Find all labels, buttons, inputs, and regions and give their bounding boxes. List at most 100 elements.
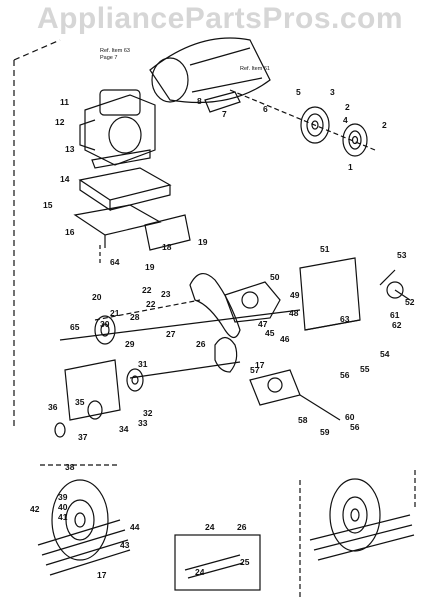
callout-50: 50 xyxy=(270,272,280,282)
wheel-left xyxy=(37,479,131,576)
callout-56: 56 xyxy=(340,370,350,380)
callout-46: 46 xyxy=(280,334,290,344)
shaft-line-top xyxy=(229,89,376,151)
callout-2: 2 xyxy=(345,102,350,112)
callout-24: 24 xyxy=(205,522,215,532)
callout-22: 22 xyxy=(146,299,156,309)
callout-3: 3 xyxy=(330,87,335,97)
callout-8: 8 xyxy=(197,96,202,106)
callout-22: 22 xyxy=(142,285,152,295)
callout-64: 64 xyxy=(110,257,120,267)
callout-39: 39 xyxy=(58,492,68,502)
border-dash-top xyxy=(13,39,61,61)
callout-2: 2 xyxy=(382,120,387,130)
callout-17: 17 xyxy=(255,360,265,370)
idler-assembly xyxy=(249,369,341,421)
callout-4: 4 xyxy=(343,115,348,125)
belt-lower xyxy=(214,336,238,373)
callout-43: 43 xyxy=(120,540,130,550)
callout-26: 26 xyxy=(237,522,247,532)
pulley-small xyxy=(342,123,368,157)
dash-right-wheel xyxy=(299,470,416,600)
hub-31 xyxy=(126,368,144,392)
callout-55: 55 xyxy=(360,364,370,374)
callout-38: 38 xyxy=(65,462,75,472)
callout-37: 37 xyxy=(78,432,88,442)
callout-14: 14 xyxy=(60,174,70,184)
callout-62: 62 xyxy=(392,320,402,330)
frame-left xyxy=(64,359,121,421)
callout-29: 29 xyxy=(125,339,135,349)
callout-35: 35 xyxy=(75,397,85,407)
callout-53: 53 xyxy=(397,250,407,260)
callout-30: 30 xyxy=(100,319,110,329)
ref-page: Page 7 xyxy=(100,55,117,61)
callout-51: 51 xyxy=(320,244,330,254)
callout-59: 59 xyxy=(320,427,330,437)
engine-mount-plate xyxy=(78,167,172,212)
watermark: AppliancePartsPros.com xyxy=(36,2,404,35)
callout-56: 56 xyxy=(350,422,360,432)
callout-31: 31 xyxy=(138,359,148,369)
callout-6: 6 xyxy=(263,104,268,114)
callout-16: 16 xyxy=(65,227,75,237)
callout-57: 57 xyxy=(250,365,260,375)
callout-26: 26 xyxy=(196,339,206,349)
washer-36 xyxy=(54,422,66,438)
callout-20: 20 xyxy=(92,292,102,302)
callout-19: 19 xyxy=(198,237,208,247)
callout-52: 52 xyxy=(405,297,415,307)
callout-5: 5 xyxy=(296,87,301,97)
inset-24-25 xyxy=(174,534,261,591)
belt-upper xyxy=(189,273,241,339)
lower-plate xyxy=(73,204,162,248)
wheel-right xyxy=(309,478,415,561)
callout-11: 11 xyxy=(60,97,69,107)
callout-44: 44 xyxy=(130,522,140,532)
callout-27: 27 xyxy=(166,329,176,339)
callout-48: 48 xyxy=(289,308,299,318)
bearing-34 xyxy=(87,400,103,420)
bracket-18 xyxy=(144,214,191,251)
callout-54: 54 xyxy=(380,349,390,359)
callout-58: 58 xyxy=(298,415,308,425)
ref-item-63: Ref. Item 63 xyxy=(100,48,130,54)
engine xyxy=(79,89,156,169)
ref-item-61: Ref. Item 61 xyxy=(240,66,270,72)
callout-49: 49 xyxy=(290,290,300,300)
callout-15: 15 xyxy=(43,200,53,210)
callout-32: 32 xyxy=(143,408,153,418)
callout-65: 65 xyxy=(70,322,80,332)
callout-63: 63 xyxy=(340,314,350,324)
axle-dash xyxy=(94,299,201,321)
callout-45: 45 xyxy=(265,328,275,338)
callout-13: 13 xyxy=(65,144,75,154)
callout-41: 41 xyxy=(58,512,68,522)
callout-25: 25 xyxy=(240,557,250,567)
axle-main xyxy=(59,309,301,341)
callout-33: 33 xyxy=(138,418,148,428)
frame-right xyxy=(299,257,411,331)
callout-60: 60 xyxy=(345,412,355,422)
callout-1: 1 xyxy=(348,162,353,172)
transmission xyxy=(224,281,281,323)
auger-housing xyxy=(149,37,271,104)
callout-40: 40 xyxy=(58,502,68,512)
gear-30 xyxy=(94,315,116,345)
callout-17: 17 xyxy=(97,570,107,580)
callout-7: 7 xyxy=(222,109,227,119)
callout-23: 23 xyxy=(161,289,171,299)
callout-18: 18 xyxy=(162,242,172,252)
callout-21: 21 xyxy=(110,308,120,318)
pulley-large xyxy=(300,106,330,144)
callout-42: 42 xyxy=(30,504,40,514)
bracket-8 xyxy=(204,91,241,113)
shaft-lower xyxy=(129,361,241,379)
callout-28: 28 xyxy=(130,312,140,322)
callout-34: 34 xyxy=(119,424,129,434)
callout-36: 36 xyxy=(48,402,58,412)
callout-12: 12 xyxy=(55,117,65,127)
callout-24: 24 xyxy=(195,567,205,577)
